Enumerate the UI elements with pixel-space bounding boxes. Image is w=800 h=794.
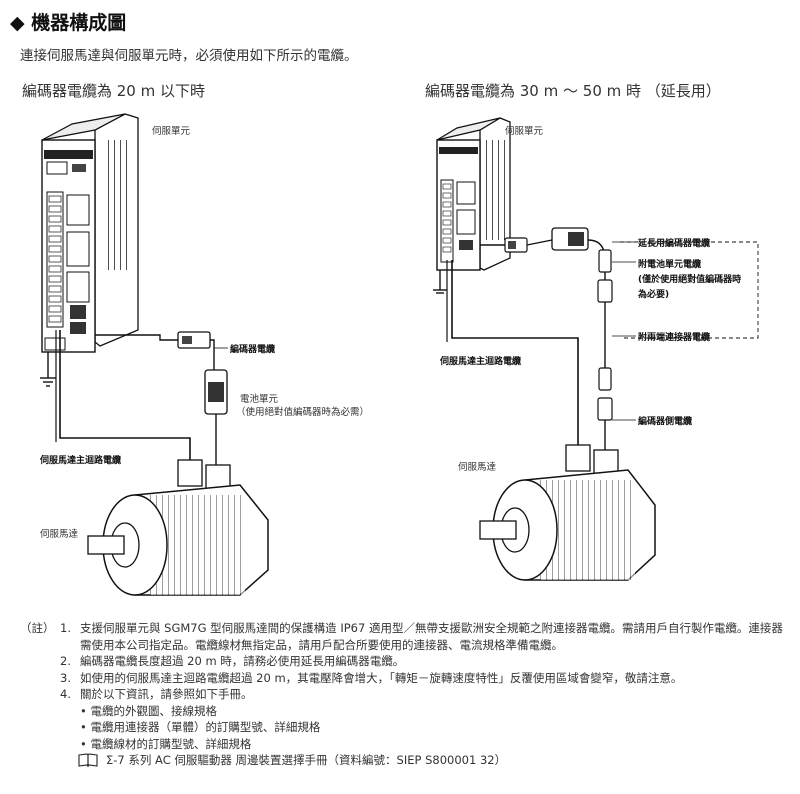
right-main-circuit-cable	[451, 260, 579, 445]
note-bullet: • 電纜用連接器（單體）的訂購型號、詳細規格	[80, 720, 321, 734]
notes-section: （註） 1. 支援伺服單元與 SGM7G 型伺服馬達間的保護構造 IP67 適用…	[20, 620, 790, 769]
note-prefix: （註）	[20, 621, 55, 635]
right-battery-cable-note2: 為必要)	[637, 288, 669, 300]
note-number: 3.	[60, 670, 71, 685]
left-battery-unit-note: （使用絕對值編碼器時為必需）	[236, 406, 369, 418]
left-encoder-connector-icon	[177, 331, 211, 349]
note-item: 4. 關於以下資訊，請參照如下手冊。	[20, 686, 790, 703]
left-servo-motor	[87, 459, 269, 596]
note-bullet: • 電纜線材的訂購型號、詳細規格	[80, 736, 252, 751]
left-servo-unit-label: 伺服單元	[152, 125, 191, 137]
right-extension-cable-label: 延長用編碼器電纜	[637, 237, 710, 249]
left-encoder-cable	[95, 334, 178, 341]
note-text: 支援伺服單元與 SGM7G 型伺服馬達間的保護構造 IP67 適用型／無帶支援歐…	[80, 621, 783, 652]
right-cable-bracket	[620, 241, 759, 339]
right-battery-unit-icon	[551, 227, 589, 251]
left-battery-unit-label: 電池單元	[240, 393, 279, 405]
manual-text: Σ-7 系列 AC 伺服驅動器 周邊裝置選擇手冊（資料編號：SIEP S8000…	[106, 753, 507, 767]
left-servo-motor-label: 伺服馬達	[40, 528, 79, 540]
left-main-circuit-cable	[59, 330, 191, 460]
right-ground-icon	[433, 270, 447, 294]
right-servo-motor-label: 伺服馬達	[458, 461, 497, 473]
note-bullet: • 電纜的外觀圖、接線規格	[80, 703, 217, 718]
right-extension-connector-icon	[504, 237, 528, 253]
right-battery-cable-note1: (僅於使用絕對值編碼器時	[638, 273, 741, 285]
left-battery-unit	[204, 369, 228, 415]
right-main-circuit-label: 伺服馬達主迴路電纜	[439, 355, 521, 367]
note-number: 4.	[60, 687, 71, 701]
right-servo-motor	[479, 444, 656, 581]
left-main-circuit-label: 伺服馬達主迴路電纜	[39, 454, 121, 466]
intro-text: 連接伺服馬達與伺服單元時，必須使用如下所示的電纜。	[20, 48, 358, 64]
right-servo-unit-label: 伺服單元	[505, 125, 544, 137]
note-number: 2.	[60, 654, 71, 668]
book-icon	[78, 753, 98, 768]
left-heading: 編碼器電纜為 20 m 以下時	[22, 82, 206, 100]
right-heading: 編碼器電纜為 30 m ～ 50 m 時 （延長用）	[425, 82, 721, 100]
note-item: 3. 如使用的伺服馬達主迴路電纜超過 20 m，其電壓降會增大，「轉矩－旋轉速度…	[20, 670, 790, 687]
left-ground-icon	[40, 352, 56, 387]
right-battery-cable-label: 附電池單元電纜	[638, 258, 701, 270]
left-encoder-cable-label: 編碼器電纜	[230, 343, 275, 355]
right-servo-unit	[436, 117, 511, 271]
system-configuration-diagram: 伺服單元 編碼器電纜 電池單元 （使用絕對值編碼器時為必需） 伺服馬達主迴路電纜…	[39, 113, 759, 596]
note-number: 1.	[60, 621, 71, 635]
note-text: 如使用的伺服馬達主迴路電纜超過 20 m，其電壓降會增大，「轉矩－旋轉速度特性」…	[80, 670, 683, 685]
right-encoder-side-cable-label: 編碼器側電纜	[638, 415, 692, 427]
note-item: 2. 編碼器電纜長度超過 20 m 時，請務必使用延長用編碼器電纜。	[20, 653, 790, 670]
page-title: ◆ 機器構成圖	[10, 12, 127, 34]
note-text: 關於以下資訊，請參照如下手冊。	[80, 687, 253, 701]
right-both-ends-cable-label: 附兩端連接器電纜	[638, 331, 710, 343]
left-servo-unit	[41, 113, 139, 353]
manual-reference: Σ-7 系列 AC 伺服驅動器 周邊裝置選擇手冊（資料編號：SIEP S8000…	[20, 752, 790, 769]
right-connector-icon-2	[597, 367, 613, 421]
note-item: （註） 1. 支援伺服單元與 SGM7G 型伺服馬達間的保護構造 IP67 適用…	[20, 620, 790, 653]
note-text: 編碼器電纜長度超過 20 m 時，請務必使用延長用編碼器電纜。	[80, 654, 405, 668]
